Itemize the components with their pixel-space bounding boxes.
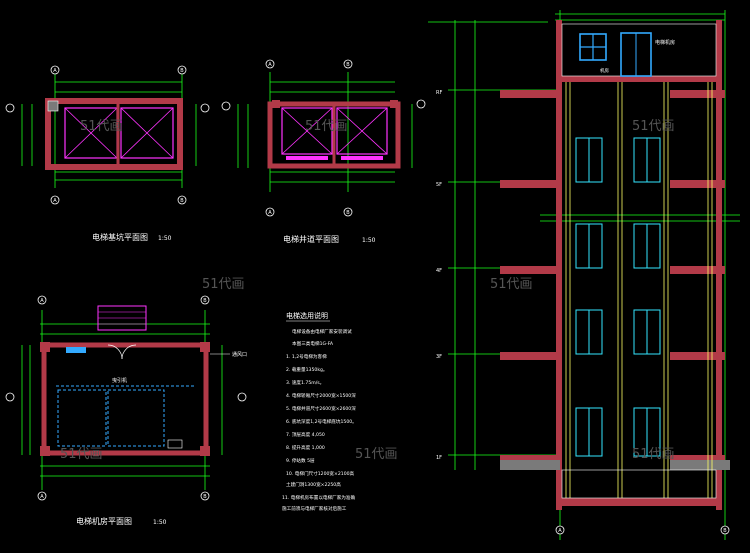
note-line: 3. 速度1.75m/s。 (286, 379, 324, 386)
shaft-plan-scale: 1:50 (362, 237, 376, 244)
level-label: 5F (436, 182, 442, 188)
watermark: 51代画 (305, 119, 348, 134)
machine-room-label: 电梯机房 (655, 39, 675, 46)
watermark: 51代画 (60, 447, 103, 462)
axis-bubble-label: B (723, 528, 727, 534)
watermark: 51代画 (355, 447, 398, 462)
vent-label: 通风口 (232, 351, 247, 358)
note-line: 施工前须与电梯厂家核对后施工 (282, 505, 347, 512)
pit-plan-title: 电梯基坑平面图 (92, 232, 148, 242)
axis-bubble-label: B (346, 62, 350, 68)
note-line: 8. 提升高度 1,000 (286, 444, 325, 451)
machine-plan-scale: 1:50 (153, 519, 167, 526)
shaft-plan-title: 电梯井道平面图 (283, 234, 339, 244)
note-line: 2. 载重量1350kg。 (286, 366, 328, 373)
note-line: 10. 电梯门尺寸1200宽×2100高 (286, 470, 355, 477)
axis-bubble-label: A (53, 68, 57, 74)
axis-bubble-label: A (268, 210, 272, 216)
shaft-plan: A B A B 电梯井道平面图 1:50 (221, 59, 426, 244)
axis-bubble-label: A (53, 198, 57, 204)
axis-bubble-label: A (40, 298, 44, 304)
axis-bubble-label: B (203, 298, 207, 304)
note-line: 6. 底坑深度1,2号电梯底坑1500。 (286, 418, 357, 425)
elevator-notes: 电梯选用说明 电梯设备由电梯厂家安装调试 本图三类电梯1G-FA 1. 1,2号… (282, 311, 357, 512)
watermark: 51代画 (632, 447, 675, 462)
note-line: 5. 电梯井道尺寸2600宽×2600深 (286, 405, 356, 412)
pit-plan-scale: 1:50 (158, 235, 172, 242)
axis-bubble-label: A (40, 494, 44, 500)
level-label: RF (436, 90, 442, 96)
roof-label: 机房 (600, 67, 609, 74)
note-line: 4. 电梯轿厢尺寸2000宽×1500深 (286, 392, 356, 399)
equipment-label: 曳引机 (112, 377, 127, 384)
level-label: 4F (436, 268, 442, 274)
watermark: 51代画 (490, 277, 533, 292)
axis-bubble-label: A (268, 62, 272, 68)
note-line: 7. 顶层高度 4,050 (286, 431, 325, 438)
note-line: 本图三类电梯1G-FA (292, 340, 334, 347)
axis-bubble-label: B (346, 210, 350, 216)
elevator-section: 电梯机房 机房 RF 5F 4F 3F (428, 10, 740, 540)
watermark: 51代画 (632, 119, 675, 134)
watermark: 51代画 (80, 119, 123, 134)
note-line: 电梯设备由电梯厂家安装调试 (292, 328, 352, 335)
note-line: 土建门洞1300宽×2250高 (286, 481, 341, 488)
axis-bubble-label: A (558, 528, 562, 534)
notes-heading: 电梯选用说明 (286, 311, 328, 320)
axis-bubble-label: B (203, 494, 207, 500)
axis-bubble-label: B (180, 68, 184, 74)
pit-plan: A B A B 电梯基坑平面图 1:50 (5, 65, 210, 242)
level-label: 1F (436, 455, 442, 461)
watermark: 51代画 (202, 277, 245, 292)
note-line: 1. 1,2号电梯为客梯 (286, 353, 327, 360)
note-line: 11. 电梯机房布置以电梯厂家为准确 (282, 494, 355, 501)
level-label: 3F (436, 354, 442, 360)
machine-room-plan: 曳引机 通风口 A B A B 电梯机房平面图 1:50 (5, 295, 247, 526)
axis-bubble-label: B (180, 198, 184, 204)
machine-plan-title: 电梯机房平面图 (76, 516, 132, 526)
note-line: 9. 停站数 5层 (286, 457, 315, 464)
watermarks: 51代画 51代画 51代画 51代画 51代画 51代画 51代画 51代画 (60, 119, 675, 462)
